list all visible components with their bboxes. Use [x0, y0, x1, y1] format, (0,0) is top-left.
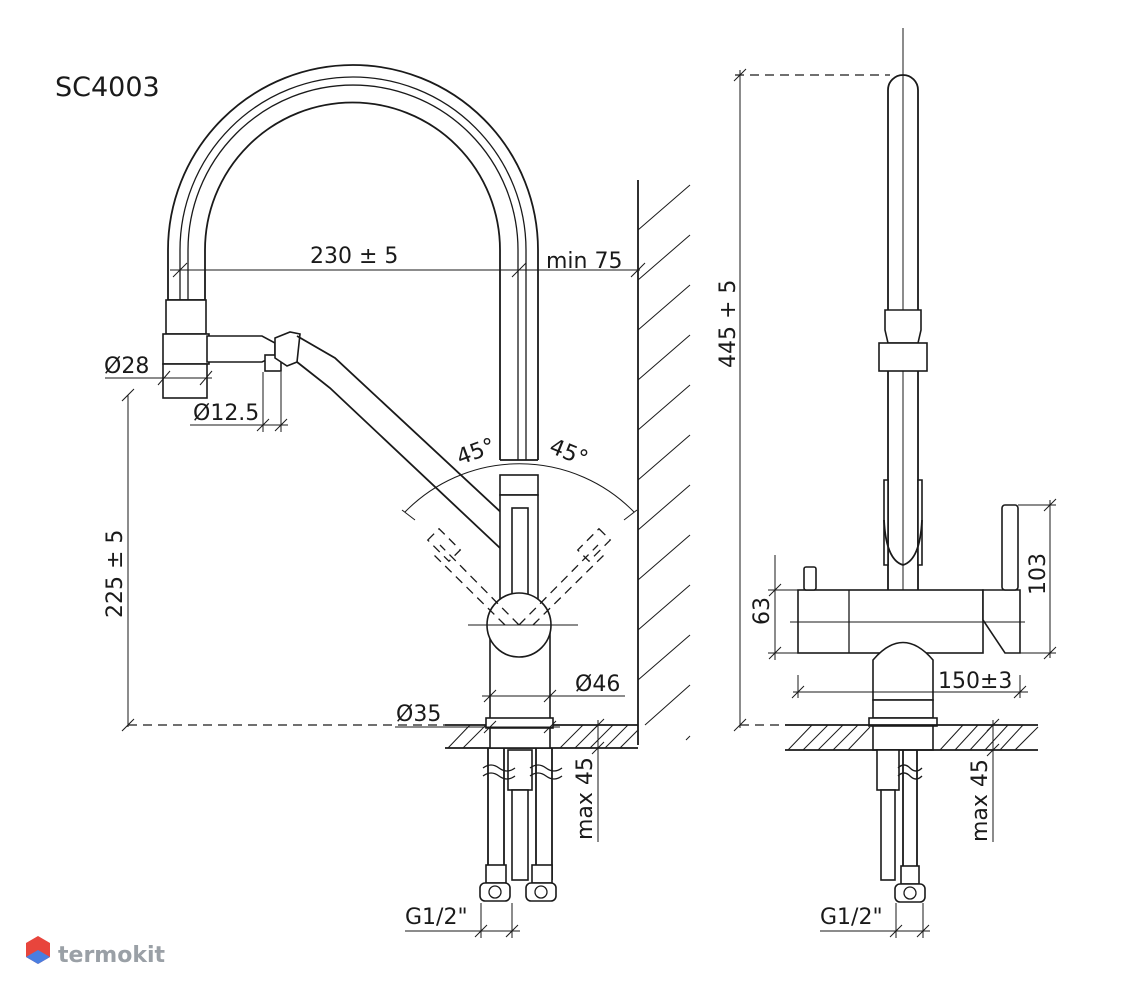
side-body: [790, 504, 1025, 751]
label-countertop-max-right: max 45: [968, 759, 993, 842]
front-view: 230 ± 5 min 75 Ø28 Ø12.5 45° 45° 225 ± 5…: [103, 64, 691, 938]
supply-hoses-left: [479, 748, 563, 902]
label-connection-left: G1/2": [405, 905, 468, 930]
label-spout-reach: 230 ± 5: [310, 244, 398, 269]
label-spout-diameter: Ø28: [104, 354, 149, 379]
label-left-angle: 45°: [454, 434, 499, 471]
label-handle-height: 103: [1026, 553, 1051, 595]
countertop-right: [785, 724, 1039, 751]
label-handles-span: 150±3: [938, 669, 1012, 694]
label-right-angle: 45°: [546, 434, 592, 472]
side-view: 445 + 5 63 103 150±3 max 45 G1/2": [716, 28, 1057, 938]
dimensions-front: [105, 262, 646, 938]
label-height-under-spout: 225 ± 5: [103, 530, 128, 618]
label-connection-right: G1/2": [820, 905, 883, 930]
wall: [637, 180, 691, 745]
side-spout: [878, 74, 928, 590]
label-outlet-diameter: Ø12.5: [193, 401, 259, 426]
label-body-diameter: Ø46: [575, 672, 620, 697]
brand-name: termokit: [58, 943, 165, 968]
brand-logo: termokit: [26, 936, 165, 968]
spout-head: [162, 299, 521, 550]
label-side-body-height: 63: [750, 597, 775, 625]
label-mount-diameter: Ø35: [396, 702, 441, 727]
label-wall-clearance: min 75: [546, 249, 622, 274]
label-countertop-max-left: max 45: [573, 757, 598, 840]
dimensions-side: [733, 68, 1057, 938]
arch-spout: [167, 64, 539, 461]
model-title: SC4003: [55, 72, 160, 103]
faucet-body: [468, 474, 578, 749]
supply-hoses-right: [876, 749, 926, 903]
label-total-height: 445 + 5: [716, 280, 741, 368]
